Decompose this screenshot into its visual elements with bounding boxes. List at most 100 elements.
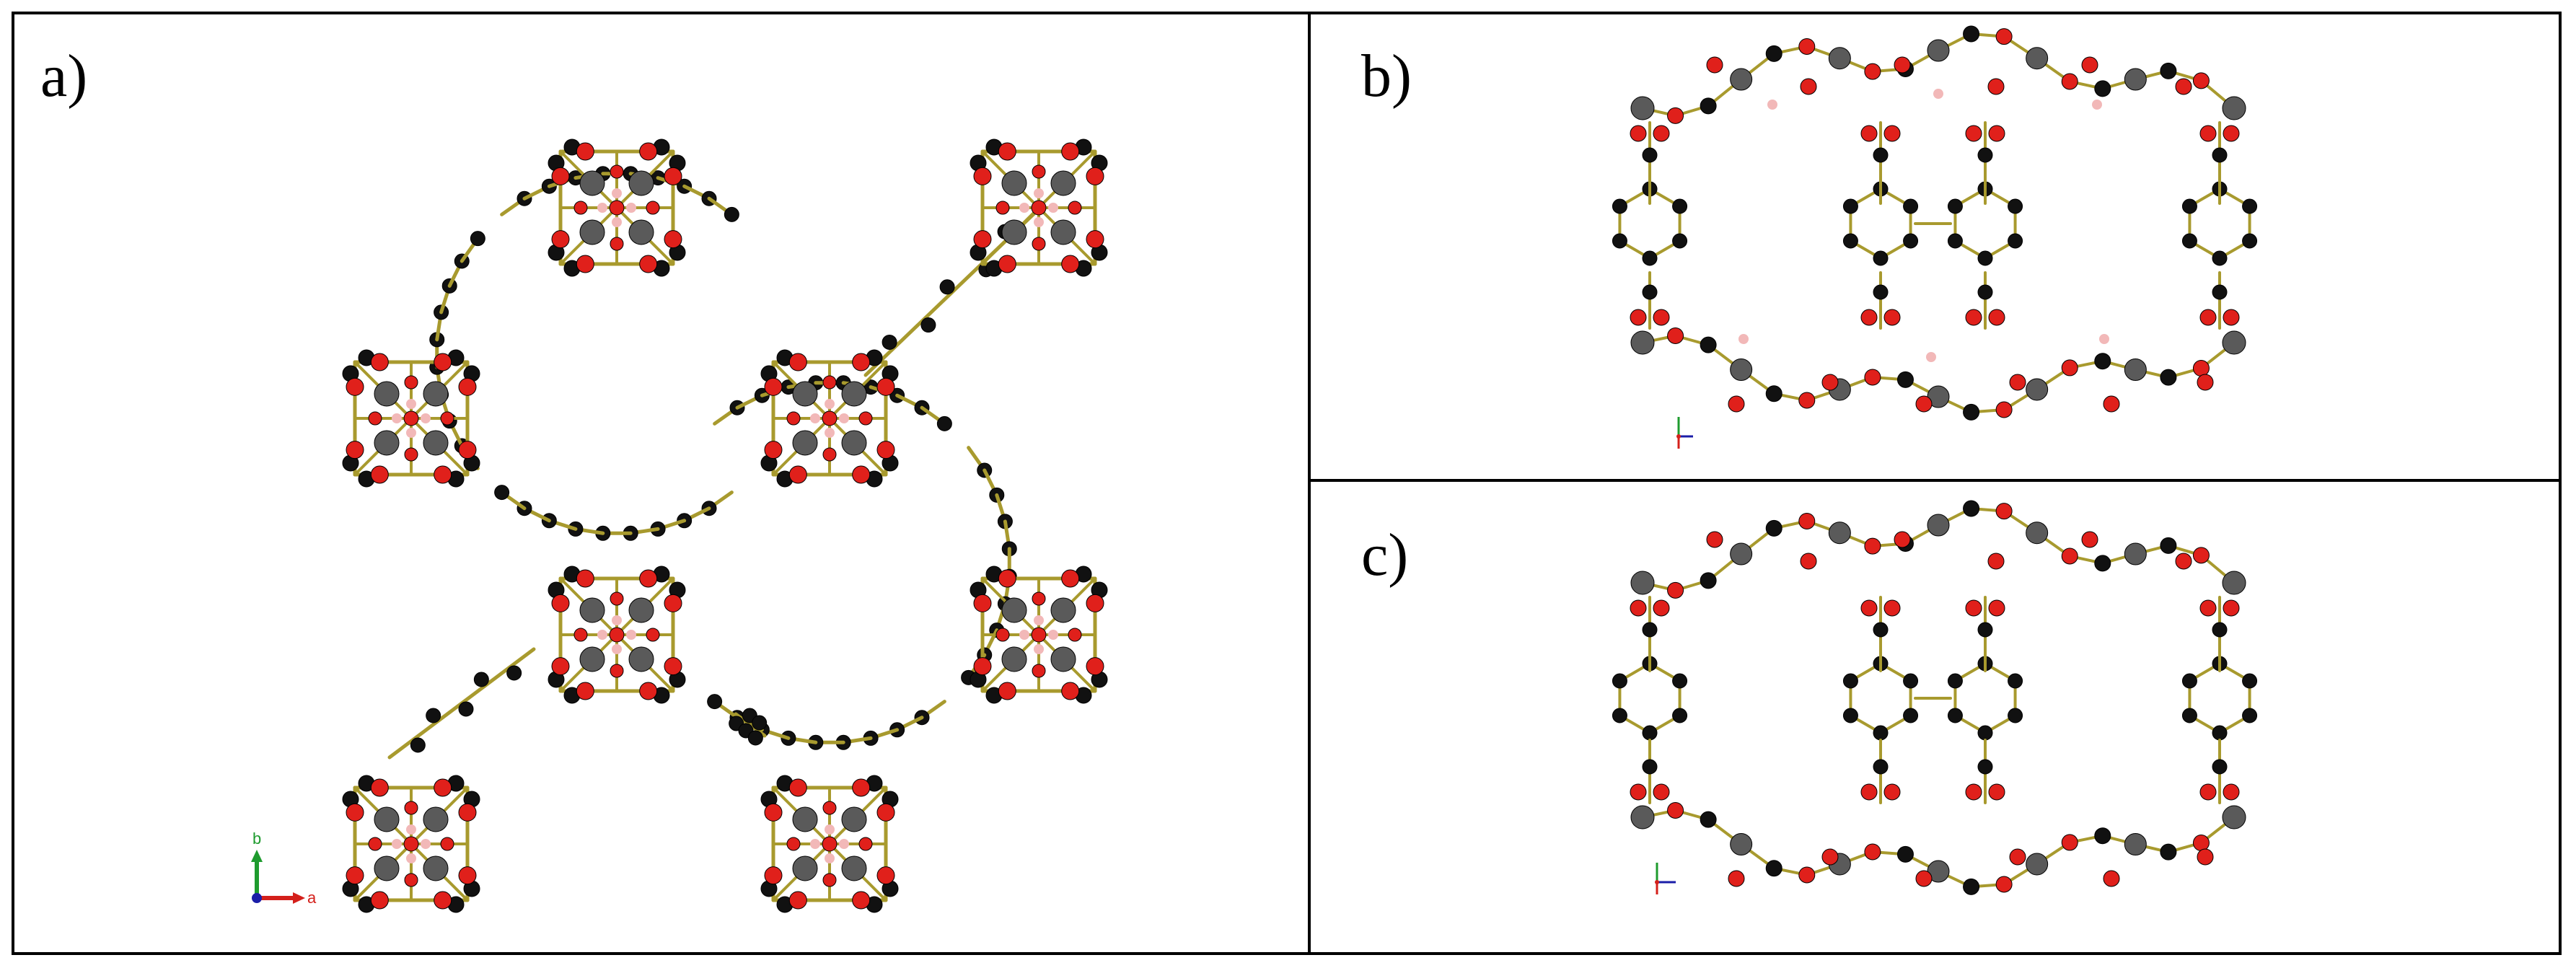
metal-atom xyxy=(2026,853,2049,876)
framework-structure-c xyxy=(1612,500,2258,895)
oxygen-atom xyxy=(458,866,477,885)
carbon-atom xyxy=(1700,97,1717,115)
metal-atom xyxy=(2124,542,2147,566)
carbon-atom xyxy=(1612,708,1627,723)
oxygen-atom xyxy=(1728,395,1745,413)
carbon-atom xyxy=(1903,233,1919,249)
oxygen-atom xyxy=(370,778,389,797)
carbon-atom xyxy=(494,485,510,501)
hydrogen-atom xyxy=(612,615,622,625)
oxygen-atom xyxy=(788,778,807,797)
hydrogen-atom xyxy=(810,839,820,849)
carbon-atom xyxy=(2094,555,2111,572)
carbon-atom xyxy=(2242,708,2258,723)
carbon-atom xyxy=(939,279,955,295)
carbon-atom xyxy=(458,701,474,717)
carbon-atom xyxy=(1977,759,1993,775)
carbon-atom xyxy=(752,715,768,731)
carbon-atom xyxy=(1977,284,1993,300)
carbon-atom xyxy=(1672,708,1688,723)
carbon-atom xyxy=(1873,725,1889,741)
oxygen-atom xyxy=(2223,599,2240,617)
hydrogen-atom xyxy=(612,188,622,198)
carbon-atom xyxy=(1903,673,1919,689)
oxygen-atom xyxy=(576,682,594,700)
oxygen-atom xyxy=(610,591,624,606)
carbon-atom xyxy=(1903,708,1919,723)
carbon-atom xyxy=(1963,500,1980,517)
oxygen-atom xyxy=(1653,125,1670,142)
oxygen-atom xyxy=(370,891,389,910)
oxygen-atom xyxy=(404,375,418,390)
oxygen-atom xyxy=(788,465,807,484)
oxygen-atom xyxy=(551,657,570,676)
oxygen-atom xyxy=(1860,599,1878,617)
oxygen-atom xyxy=(2103,395,2120,413)
hydrogen-atom xyxy=(406,824,416,835)
carbon-atom xyxy=(920,317,936,333)
oxygen-atom xyxy=(404,873,418,887)
carbon-atom xyxy=(1896,371,1914,388)
metal-atom xyxy=(841,430,867,456)
hydrogen-atom xyxy=(839,413,849,423)
oxygen-atom xyxy=(1068,628,1082,642)
oxygen-atom xyxy=(973,594,992,612)
oxygen-atom xyxy=(2103,870,2120,887)
metal-atom xyxy=(2124,358,2147,381)
carbon-atom xyxy=(2212,250,2228,266)
oxygen-atom xyxy=(1965,783,1982,801)
carbon-atom xyxy=(2094,353,2111,370)
oxygen-atom xyxy=(664,594,682,612)
panel-a-label: a) xyxy=(40,43,88,110)
carbon-atom xyxy=(2212,622,2228,638)
carbon-atom xyxy=(2212,759,2228,775)
oxygen-atom xyxy=(2199,125,2217,142)
oxygen-atom xyxy=(876,377,895,396)
oxygen-atom xyxy=(2197,374,2214,391)
oxygen-atom xyxy=(1630,125,1647,142)
oxygen-atom xyxy=(1667,802,1684,819)
oxygen-atom xyxy=(1894,531,1911,548)
oxygen-atom xyxy=(573,201,588,215)
metal-atom xyxy=(841,855,867,881)
oxygen-atom xyxy=(786,411,801,426)
hydrogen-atom xyxy=(406,428,416,438)
carbon-atom xyxy=(2160,62,2177,79)
hydrogen-atom xyxy=(1034,615,1044,625)
metal-atom xyxy=(628,170,654,196)
oxygen-atom xyxy=(440,411,454,426)
carbon-atom xyxy=(506,665,522,681)
carbon-atom xyxy=(473,672,489,687)
oxygen-atom xyxy=(1821,374,1839,391)
oxygen-atom xyxy=(822,410,838,426)
oxygen-atom xyxy=(434,353,452,371)
oxygen-atom xyxy=(370,353,389,371)
figure-frame: a) b a b) c) xyxy=(12,12,2562,955)
oxygen-atom xyxy=(1667,581,1684,599)
metal-atom xyxy=(374,806,400,832)
hydrogen-atom xyxy=(626,630,636,640)
metal-atom xyxy=(1001,170,1027,196)
carbon-atom xyxy=(470,231,485,247)
hydrogen-atom xyxy=(1048,630,1058,640)
carbon-atom xyxy=(2160,843,2177,861)
carbon-atom xyxy=(1612,198,1627,214)
oxygen-atom xyxy=(1032,237,1046,251)
carbon-atom xyxy=(1963,878,1980,895)
hydrogen-atom xyxy=(1926,352,1936,362)
oxygen-atom xyxy=(440,837,454,851)
oxygen-atom xyxy=(1915,395,1933,413)
hydrogen-atom xyxy=(1019,630,1029,640)
oxygen-atom xyxy=(1032,164,1046,179)
oxygen-atom xyxy=(1031,627,1047,643)
metal-atom xyxy=(2124,68,2147,91)
metal-atom xyxy=(628,597,654,623)
hydrogen-atom xyxy=(2099,334,2109,344)
hydrogen-atom xyxy=(626,203,636,213)
hydrogen-atom xyxy=(421,839,431,849)
oxygen-atom xyxy=(1032,591,1046,606)
oxygen-atom xyxy=(346,866,364,885)
hydrogen-atom xyxy=(2092,100,2102,110)
metal-atom xyxy=(423,381,449,407)
oxygen-atom xyxy=(458,803,477,822)
